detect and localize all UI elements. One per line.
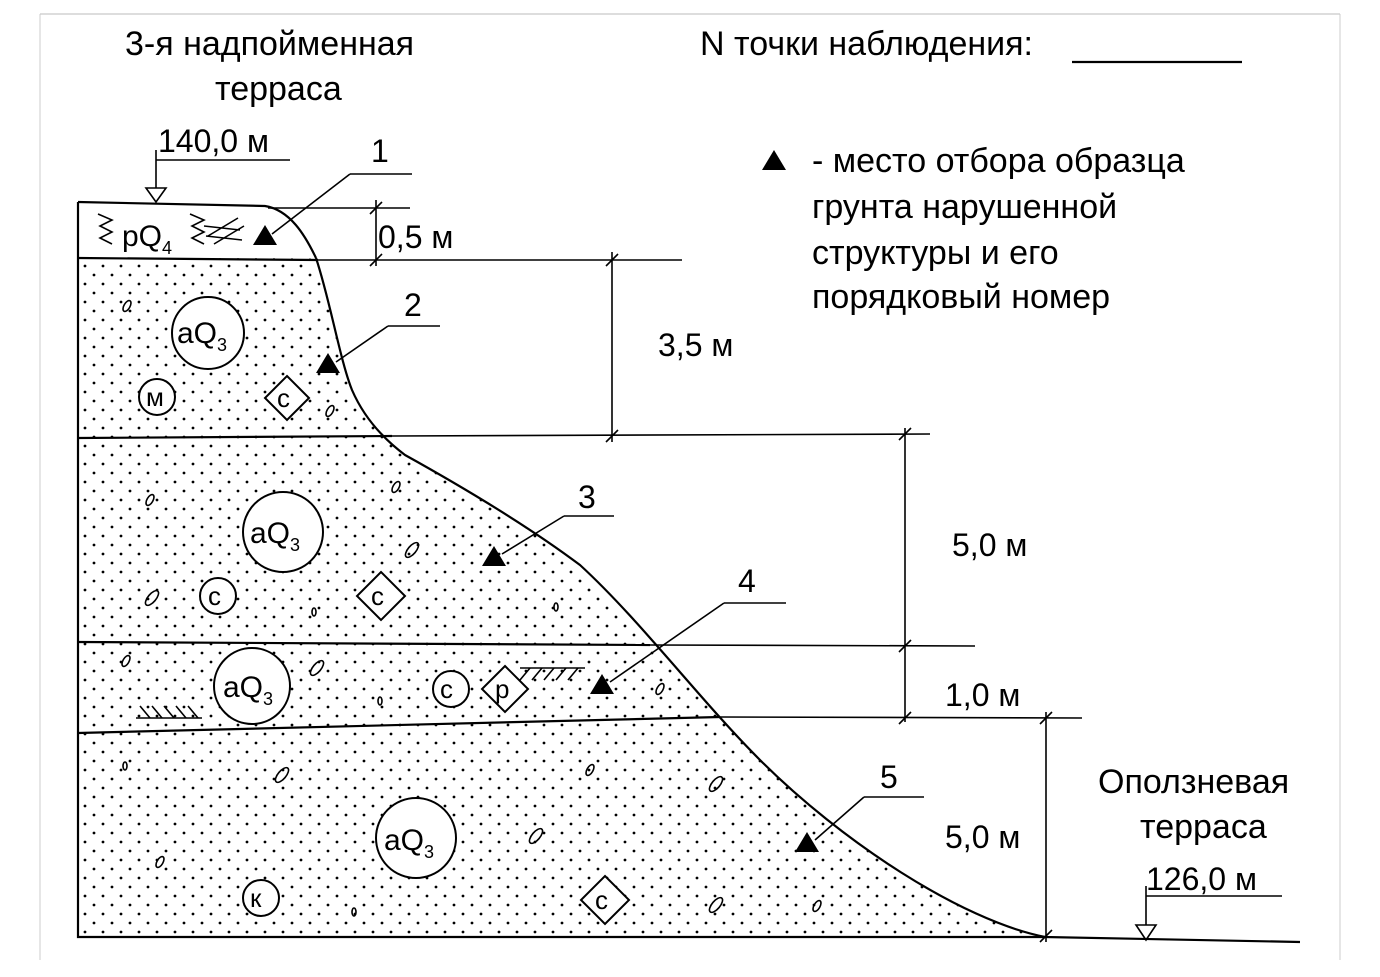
layer-3-mark-1: с — [208, 581, 221, 611]
thickness-layer-4: 1,0 м — [945, 677, 1020, 713]
layer-2-index-sub: 3 — [217, 335, 227, 355]
sample-triangle-icon — [795, 832, 819, 852]
boundary-3 — [77, 640, 651, 647]
boundary-4-ext — [719, 716, 1083, 719]
legend-line-1: - место отбора образца — [812, 142, 1185, 180]
layer-5-index: aQ — [384, 824, 424, 857]
layer-4-index: aQ — [223, 671, 263, 704]
slope-profile — [314, 257, 1301, 944]
boundary-2-ext — [391, 433, 931, 437]
layer-2-mark-1: м — [146, 382, 164, 412]
boundary-2 — [77, 434, 393, 440]
layer-4-mark-1: с — [440, 674, 453, 704]
layer-1-index-sub: 4 — [162, 238, 172, 258]
sample-number-1: 1 — [371, 133, 389, 169]
legend-triangle-icon — [762, 150, 786, 170]
elevation-top-label: 140,0 м — [158, 123, 269, 159]
sample-marker-5: 5 — [795, 759, 924, 852]
sample-marker-1: 1 — [253, 133, 412, 245]
sample-triangle-icon — [253, 225, 277, 245]
elevation-bottom-label: 126,0 м — [1146, 861, 1257, 897]
layer-3-index: aQ — [250, 517, 290, 550]
layer-5-index-sub: 3 — [424, 842, 434, 862]
sample-marker-4: 4 — [590, 563, 786, 694]
layer-2-mark-2: с — [277, 383, 290, 413]
layer-4-index-sub: 3 — [263, 689, 273, 709]
top-surface — [77, 200, 317, 259]
pebble-symbols — [121, 299, 822, 917]
soil-symbol-layer-1: pQ4 — [97, 213, 245, 258]
sample-triangle-icon — [316, 353, 340, 373]
terrace-top-line1: 3-я надпойменная — [125, 25, 414, 63]
terrace-bottom-line2: терраса — [1140, 808, 1267, 846]
sample-number-4: 4 — [738, 563, 756, 599]
legend-line-3: структуры и его — [812, 234, 1059, 272]
layer-4-mark-2: р — [495, 674, 509, 704]
layer-5-mark-2: с — [595, 885, 608, 915]
thickness-layer-1: 0,5 м — [378, 219, 453, 255]
svg-text:aQ3: aQ3 — [177, 317, 227, 355]
observation-point-label: N точки наблюдения: — [700, 25, 1033, 63]
terrace-top-line2: терраса — [215, 70, 342, 108]
boundary-4 — [77, 715, 721, 735]
layer-4-symbols: aQ3 с р — [136, 647, 585, 725]
layer-5-symbols: aQ3 к с — [242, 797, 631, 926]
legend-line-2: грунта нарушенной — [812, 188, 1117, 226]
dimension-3-5 — [605, 252, 619, 443]
layer-2-index: aQ — [177, 317, 217, 350]
elevation-marker-top: 140,0 м — [144, 123, 290, 204]
sample-number-3: 3 — [578, 479, 596, 515]
thickness-layer-3: 5,0 м — [952, 527, 1027, 563]
layer-3-symbols: aQ3 с с — [199, 491, 407, 622]
layer-2-symbols: aQ3 м с — [138, 296, 311, 422]
thickness-layer-5: 5,0 м — [945, 819, 1020, 855]
sample-marker-3: 3 — [482, 479, 614, 566]
section-outline-left — [76, 202, 1045, 939]
svg-text:aQ3: aQ3 — [384, 824, 434, 862]
layer-3-mark-2: с — [371, 581, 384, 611]
svg-text:aQ3: aQ3 — [223, 671, 273, 709]
boundary-1 — [77, 256, 319, 262]
sample-number-2: 2 — [404, 287, 422, 323]
svg-text:aQ3: aQ3 — [250, 517, 300, 555]
legend-line-4: порядковый номер — [812, 278, 1110, 316]
layer-3-index-sub: 3 — [290, 535, 300, 555]
dimension-5-0-a — [898, 427, 912, 725]
dimension-0-5 — [268, 200, 410, 267]
sample-number-5: 5 — [880, 759, 898, 795]
elevation-marker-bottom: 126,0 м — [1134, 861, 1282, 942]
layer-1-index: pQ — [122, 220, 162, 253]
boundary-3-ext — [649, 644, 976, 647]
svg-text:pQ4: pQ4 — [122, 220, 172, 258]
layer-5-mark-1: к — [250, 883, 262, 913]
sample-marker-2: 2 — [316, 287, 440, 373]
dimension-5-0-b — [1039, 711, 1053, 943]
terrace-bottom-line1: Оползневая — [1098, 763, 1289, 801]
thickness-layer-2: 3,5 м — [658, 327, 733, 363]
sample-triangle-icon — [482, 546, 506, 566]
sample-triangle-icon — [590, 674, 614, 694]
